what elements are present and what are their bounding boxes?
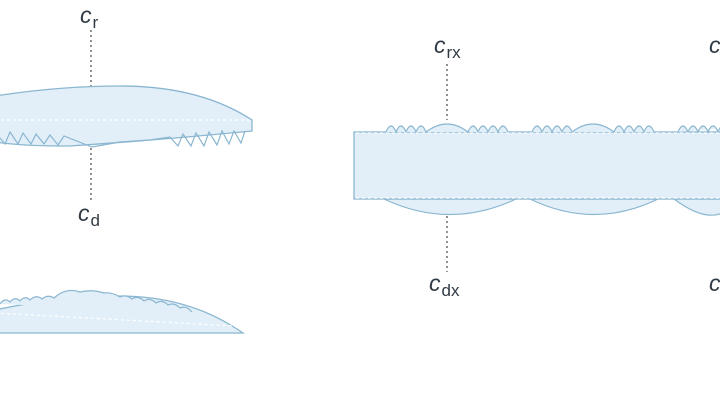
label-cr: cr [80, 2, 99, 32]
bottom-lenslet-2 [529, 198, 659, 216]
top-lenslet-bumps-group-2 [531, 123, 655, 134]
glass-slab [353, 131, 720, 200]
bottom-lenslet-1 [383, 198, 517, 216]
lens-dashed-line [0, 312, 237, 327]
label-cd: cd [78, 200, 100, 230]
label-cr-edge: c [709, 32, 720, 58]
hybrid-lens-top-left [0, 85, 253, 148]
top-lenslet-bumps-group-3 [677, 125, 720, 134]
label-cdx: cdx [429, 270, 460, 300]
refractive-lens-body [0, 85, 253, 147]
top-lenslet-bumps-group-1 [385, 123, 509, 134]
diffractive-sawtooth-surface [0, 129, 246, 148]
bottom-lenslet-3 [672, 198, 720, 216]
bumped-lens-bottom-left [0, 289, 246, 334]
lenslet-slab-right [353, 123, 720, 216]
label-crx: crx [434, 32, 461, 62]
lens-top-bumps [0, 289, 193, 313]
label-cd-edge: c [709, 270, 720, 296]
